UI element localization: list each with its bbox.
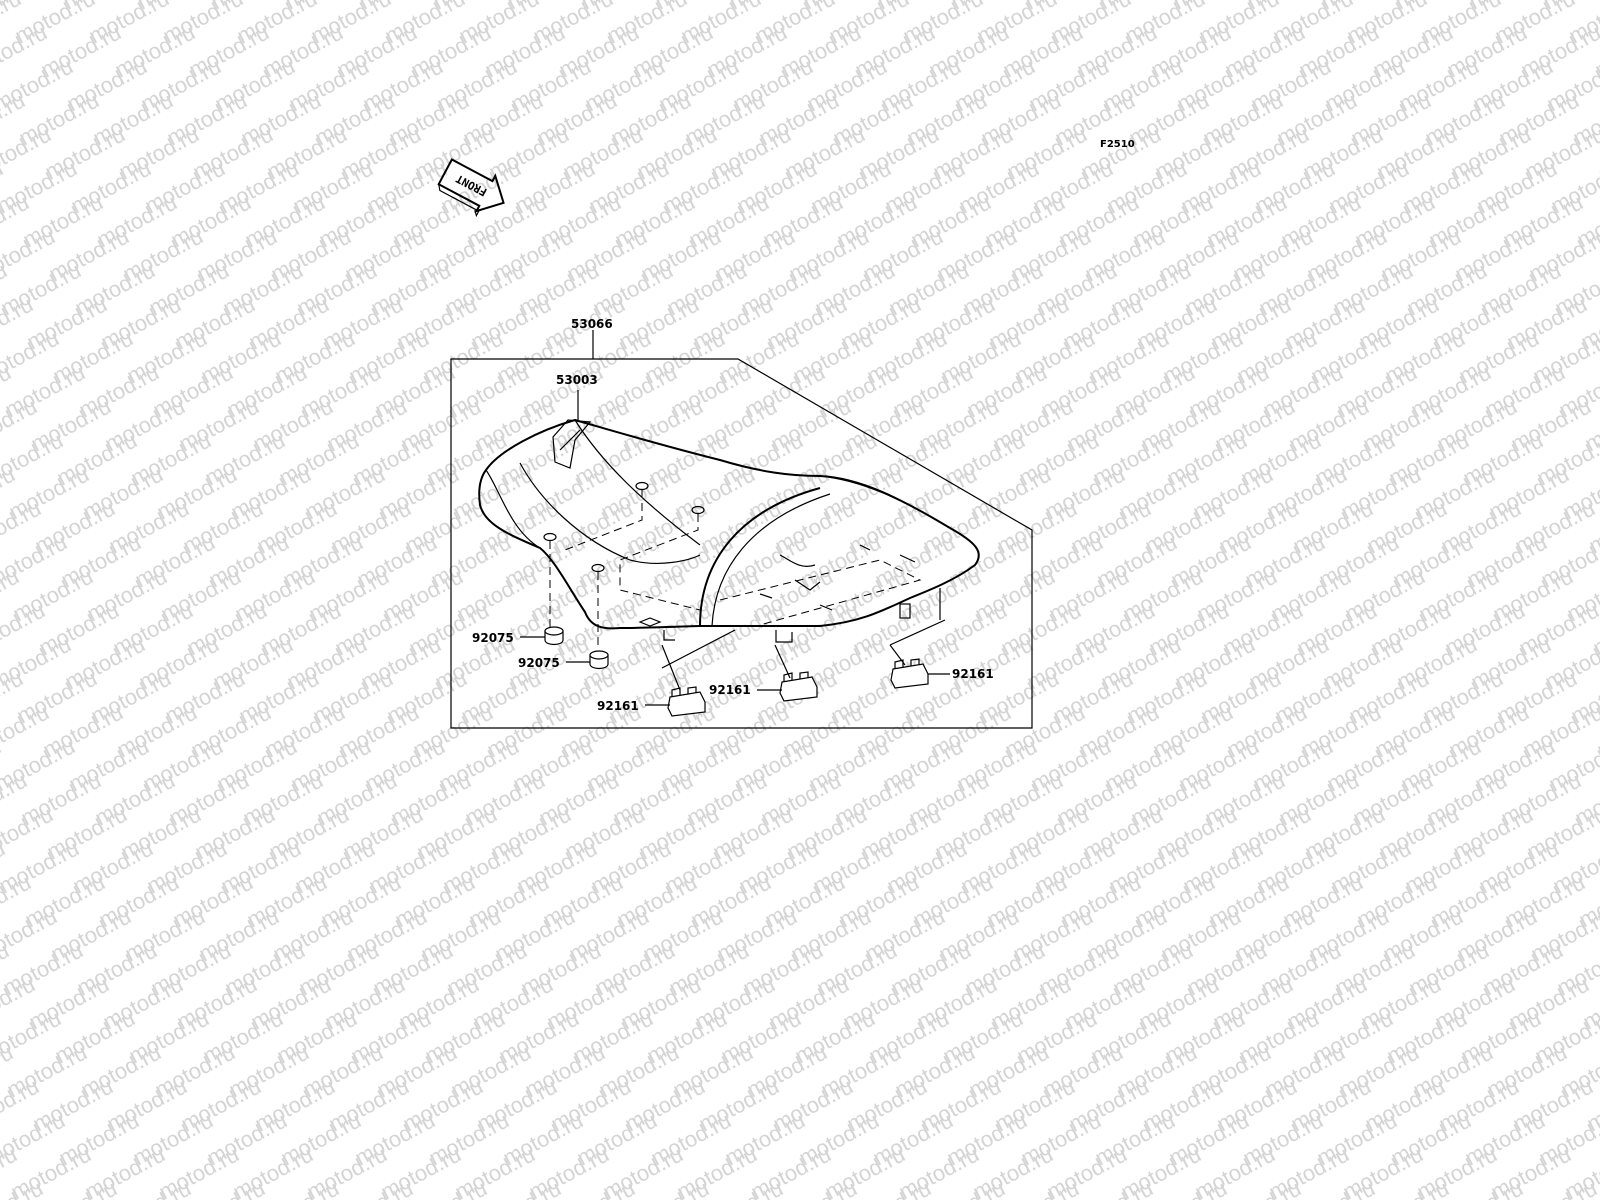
part-label-clip-front: 92161 (597, 699, 639, 713)
damper-left (544, 626, 564, 646)
part-label-clip-middle: 92161 (709, 683, 751, 697)
part-label-damper-right: 92075 (518, 656, 560, 670)
part-label-seat-cover: 53003 (556, 373, 598, 387)
part-label-clip-rear: 92161 (952, 667, 994, 681)
figure-code: F2510 (1100, 139, 1135, 150)
part-label-damper-left: 92075 (472, 631, 514, 645)
part-label-seat-assembly: 53066 (571, 317, 613, 331)
damper-right (589, 650, 609, 670)
